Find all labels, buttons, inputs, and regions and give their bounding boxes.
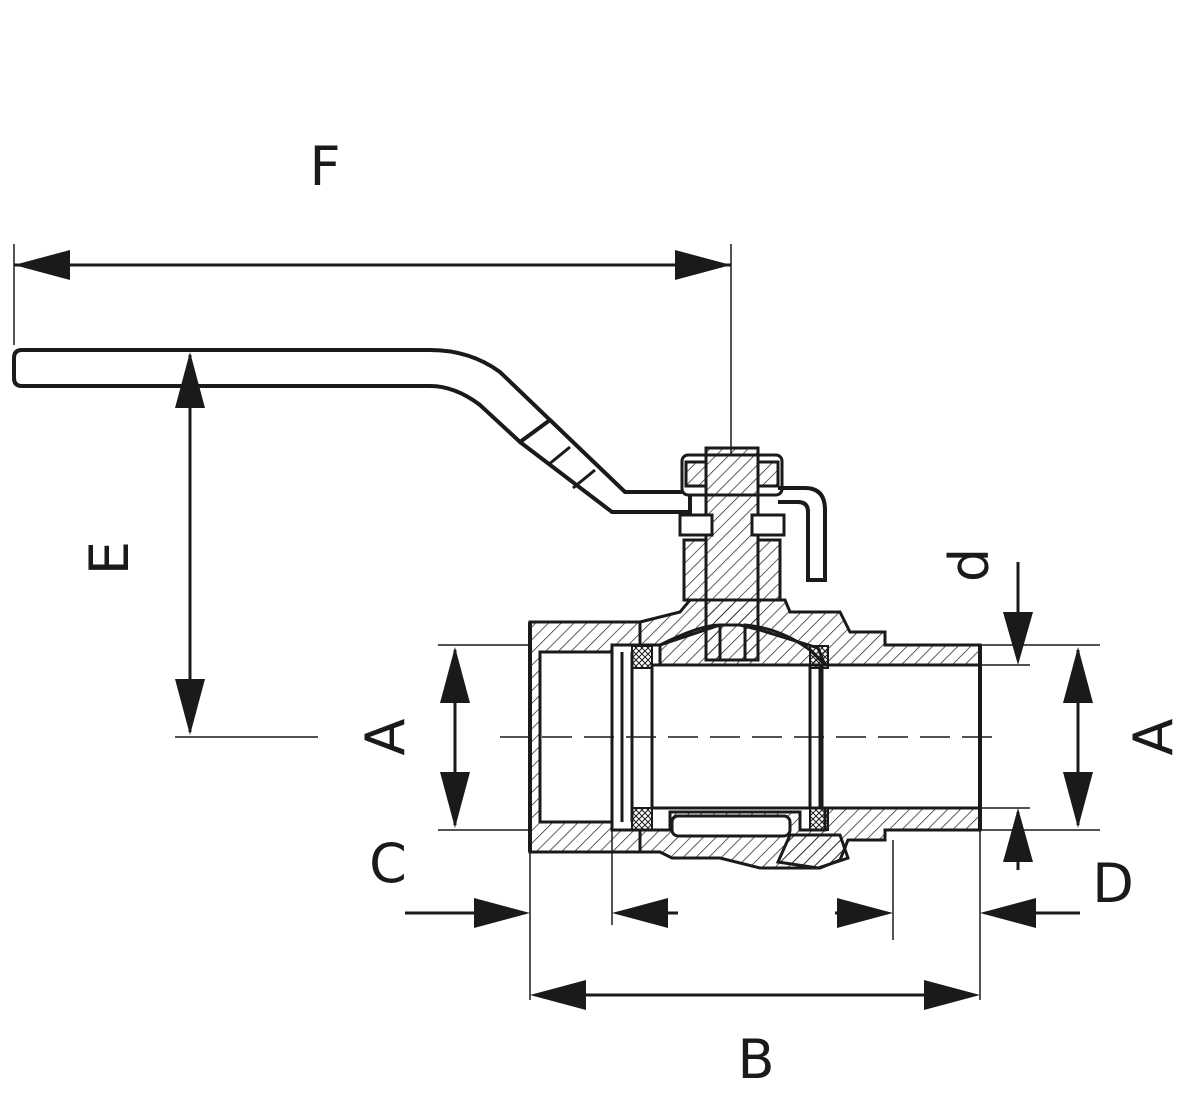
label-f: F	[309, 135, 340, 198]
valve-body	[528, 598, 982, 870]
valve-stem	[678, 446, 827, 662]
label-a-right: A	[1122, 718, 1185, 755]
label-a-left: A	[354, 718, 417, 755]
dimension-b: B	[530, 980, 980, 1091]
label-d-large: D	[1092, 852, 1134, 915]
dimension-d-small: d	[938, 548, 1033, 870]
dimension-a-left: A	[354, 644, 530, 831]
dimension-d-large: D	[835, 830, 1134, 1000]
dimension-a-right: A	[980, 644, 1185, 831]
label-b: B	[737, 1028, 774, 1091]
lever-handle	[12, 348, 692, 514]
label-d-small: d	[938, 548, 1001, 582]
label-c: C	[369, 832, 407, 895]
dimension-c: C	[369, 822, 678, 1000]
dimension-f: F	[13, 135, 732, 455]
label-e: E	[78, 541, 141, 575]
dimension-e: E	[78, 352, 318, 738]
